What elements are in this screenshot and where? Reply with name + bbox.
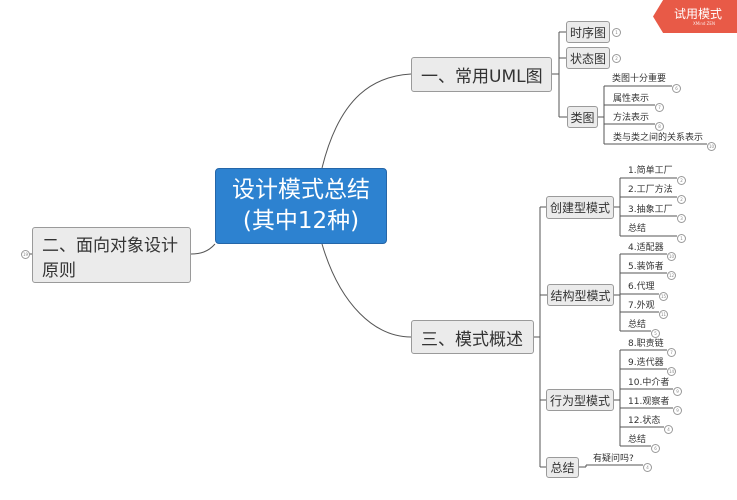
group-behavioral-label: 行为型模式 <box>549 393 610 408</box>
leaf-any-questions[interactable]: 有疑问吗? <box>593 454 634 464</box>
branch-principles-label: 二、面向对象设计原则 <box>42 236 178 281</box>
leaf-class-importance-badge[interactable]: 6 <box>672 84 681 93</box>
branch-uml-label: 一、常用UML图 <box>421 67 543 87</box>
central-topic-line-2: (其中12种) <box>242 208 360 234</box>
topic-class-diagram[interactable]: 类图 <box>567 106 598 128</box>
leaf-observer[interactable]: 11.观察者 <box>628 397 670 407</box>
branch-principles[interactable]: 二、面向对象设计原则 <box>32 227 191 283</box>
group-creational-label: 创建型模式 <box>549 201 610 215</box>
leaf-facade[interactable]: 7.外观 <box>628 301 655 311</box>
topic-sequence-diagram-badge[interactable]: 1 <box>612 28 621 37</box>
leaf-state-pattern[interactable]: 12.状态 <box>628 416 661 426</box>
connector-center-principles <box>190 243 216 255</box>
topic-state-diagram[interactable]: 状态图 <box>566 47 610 69</box>
leaf-method-notation[interactable]: 方法表示 <box>613 113 650 123</box>
group-summary-label: 总结 <box>550 461 575 475</box>
group-behavioral[interactable]: 行为型模式 <box>546 389 614 411</box>
leaf-decorator-badge[interactable]: 12 <box>667 271 676 280</box>
leaf-class-relations[interactable]: 类与类之间的关系表示 <box>613 133 704 143</box>
connector-center-uml <box>321 73 412 169</box>
leaf-behavioral-summary[interactable]: 总结 <box>628 435 647 445</box>
leaf-abstract-factory-badge[interactable]: 3 <box>677 214 686 223</box>
trial-mode-badge[interactable]: 试用模式 XMind ZEN <box>653 0 737 33</box>
branch-patterns-label: 三、模式概述 <box>421 329 523 350</box>
leaf-adapter[interactable]: 4.适配器 <box>628 243 664 253</box>
leaf-class-importance[interactable]: 类图十分重要 <box>612 74 667 84</box>
leaf-abstract-factory[interactable]: 3.抽象工厂 <box>628 205 673 215</box>
branch-patterns[interactable]: 三、模式概述 <box>411 320 534 354</box>
leaf-iterator-badge[interactable]: 14 <box>667 367 676 376</box>
group-summary[interactable]: 总结 <box>546 457 579 478</box>
central-topic-line-1: 设计模式总结 <box>232 177 370 203</box>
leaf-proxy[interactable]: 6.代理 <box>628 282 655 292</box>
leaf-simple-factory-badge[interactable]: 2 <box>677 176 686 185</box>
leaf-attribute-notation-badge[interactable]: 7 <box>655 103 664 112</box>
branch-principles-badge[interactable]: 19 <box>21 250 30 259</box>
central-topic[interactable]: 设计模式总结 (其中12种) <box>215 168 387 244</box>
leaf-method-notation-badge[interactable]: 8 <box>655 122 664 131</box>
topic-state-diagram-label: 状态图 <box>569 51 606 66</box>
leaf-proxy-badge[interactable]: 15 <box>659 292 668 301</box>
leaf-attribute-notation[interactable]: 属性表示 <box>613 94 650 104</box>
leaf-class-relations-badge[interactable]: 10 <box>707 142 716 151</box>
topic-sequence-diagram-label: 时序图 <box>569 25 606 40</box>
leaf-factory-method[interactable]: 2.工厂方法 <box>628 185 673 195</box>
topic-sequence-diagram[interactable]: 时序图 <box>566 21 610 43</box>
leaf-facade-badge[interactable]: 11 <box>659 310 668 319</box>
group-structural-label: 结构型模式 <box>550 288 611 303</box>
leaf-any-questions-badge[interactable]: 4 <box>643 463 652 472</box>
topic-class-diagram-label: 类图 <box>570 110 595 125</box>
leaf-adapter-badge[interactable]: 10 <box>667 252 676 261</box>
leaf-structural-summary-badge[interactable]: 5 <box>651 329 660 338</box>
leaf-chain-of-responsibility-badge[interactable]: 7 <box>667 348 676 357</box>
leaf-behavioral-summary-badge[interactable]: 6 <box>651 444 660 453</box>
topic-state-diagram-badge[interactable]: 2 <box>612 54 621 63</box>
group-structural[interactable]: 结构型模式 <box>547 284 614 306</box>
leaf-observer-badge[interactable]: 9 <box>673 406 682 415</box>
connector-center-patterns <box>321 243 412 338</box>
leaf-chain-of-responsibility[interactable]: 8.职责链 <box>628 339 664 349</box>
leaf-creational-summary-badge[interactable]: 1 <box>677 234 686 243</box>
leaf-factory-method-badge[interactable]: 2 <box>677 195 686 204</box>
branch-uml[interactable]: 一、常用UML图 <box>411 57 552 92</box>
trial-mode-sublabel: XMind ZEN <box>693 21 715 26</box>
trial-mode-label: 试用模式 <box>673 7 722 21</box>
leaf-iterator[interactable]: 9.迭代器 <box>628 358 664 368</box>
leaf-simple-factory[interactable]: 1.简单工厂 <box>628 166 673 176</box>
leaf-structural-summary[interactable]: 总结 <box>628 320 647 330</box>
group-creational[interactable]: 创建型模式 <box>546 196 614 219</box>
leaf-mediator-badge[interactable]: 9 <box>673 387 682 396</box>
leaf-state-pattern-badge[interactable]: 4 <box>664 425 673 434</box>
leaf-decorator[interactable]: 5.装饰者 <box>628 262 664 272</box>
leaf-mediator[interactable]: 10.中介者 <box>628 378 670 388</box>
leaf-creational-summary[interactable]: 总结 <box>628 224 647 234</box>
